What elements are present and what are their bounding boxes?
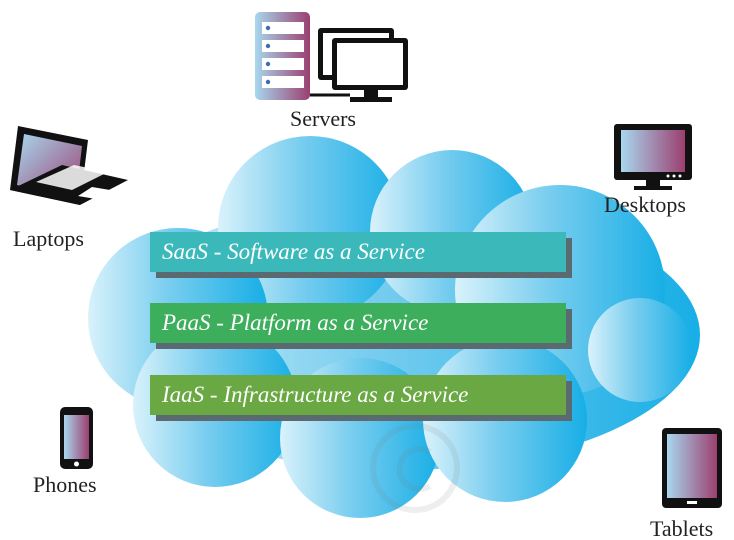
servers-label: Servers: [290, 106, 356, 131]
desktop-icon: [614, 124, 692, 190]
server-monitors-icon: [310, 28, 408, 102]
saas-layer: SaaS - Software as a Service: [150, 232, 566, 272]
phones-label: Phones: [33, 472, 97, 497]
desktops-label: Desktops: [604, 192, 686, 217]
tablet-icon: [662, 428, 722, 508]
server-icon: [255, 12, 310, 100]
laptops-label: Laptops: [13, 226, 84, 251]
iaas-layer: IaaS - Infrastructure as a Service: [150, 375, 566, 415]
laptop-icon: [10, 126, 128, 205]
paas-layer: PaaS - Platform as a Service: [150, 303, 566, 343]
phone-icon: [60, 407, 93, 469]
tablets-label: Tablets: [650, 516, 714, 540]
watermark-logo: [370, 423, 460, 513]
